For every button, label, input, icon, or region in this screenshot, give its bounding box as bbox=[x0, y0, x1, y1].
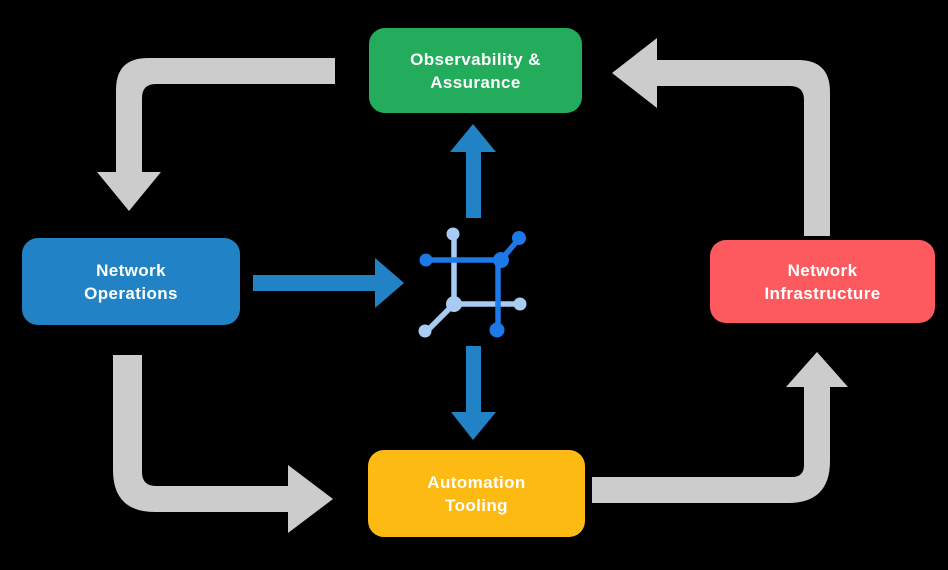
icon-node-top-right bbox=[512, 231, 526, 245]
icon-hub-top-right bbox=[493, 252, 509, 268]
icon-node-right bbox=[513, 297, 527, 311]
arrow-center-to-observability bbox=[450, 124, 496, 218]
icon-hub-bottom-left bbox=[446, 296, 462, 312]
icon-node-bottom bbox=[489, 322, 505, 338]
node-label-line: Observability & bbox=[410, 49, 541, 69]
node-automation-tooling: Automation Tooling bbox=[368, 450, 585, 537]
arrow-observability-to-operations bbox=[97, 58, 335, 211]
arrow-center-to-automation bbox=[451, 346, 496, 440]
node-label-line: Network bbox=[96, 260, 166, 280]
arrow-automation-to-infrastructure bbox=[592, 352, 848, 503]
node-observability-assurance: Observability & Assurance bbox=[369, 28, 582, 113]
arrow-operations-to-center bbox=[253, 258, 404, 308]
node-label-line: Operations bbox=[84, 283, 178, 303]
icon-node-left bbox=[419, 253, 433, 267]
node-network-infrastructure: Network Infrastructure bbox=[710, 240, 935, 323]
node-label-line: Automation bbox=[427, 472, 526, 492]
network-mesh-icon bbox=[418, 227, 527, 338]
node-label-line: Network bbox=[787, 260, 858, 280]
arrow-operations-to-automation bbox=[113, 355, 333, 533]
node-label-line: Assurance bbox=[430, 72, 521, 92]
node-label-line: Tooling bbox=[445, 495, 508, 515]
node-label-line: Infrastructure bbox=[764, 283, 881, 303]
icon-node-bottom-left bbox=[418, 324, 432, 338]
node-network-operations: Network Operations bbox=[22, 238, 240, 325]
icon-node-top bbox=[446, 227, 460, 241]
arrow-infrastructure-to-observability bbox=[612, 38, 830, 236]
